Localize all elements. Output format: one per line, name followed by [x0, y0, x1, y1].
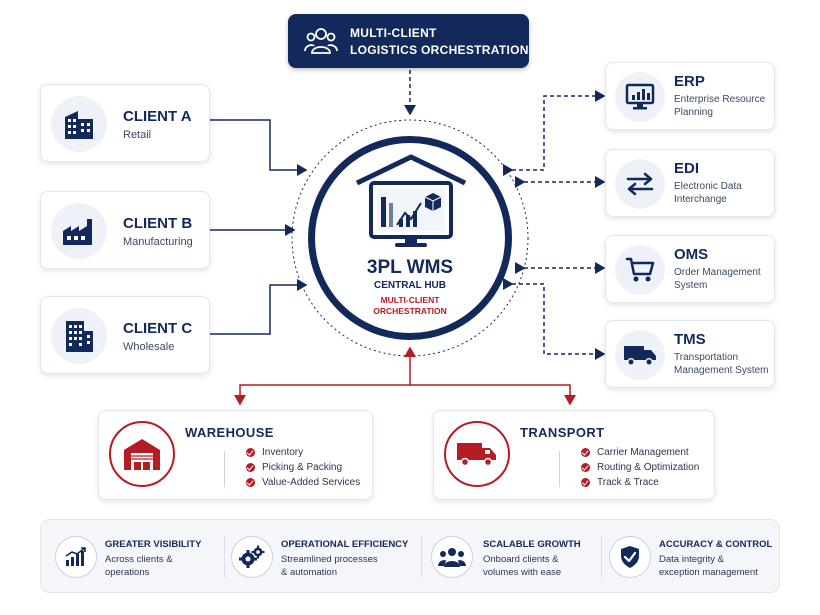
oms-name: OMS: [674, 246, 709, 263]
transport-items: Carrier Management Routing & Optimizatio…: [581, 445, 699, 490]
benefit-line2: exception management: [659, 567, 758, 578]
erp-connector: [503, 90, 606, 176]
benefit-line2: operations: [105, 567, 150, 578]
exchange-arrows-icon: [626, 172, 654, 196]
client-card-b[interactable]: CLIENT B Manufacturing: [40, 191, 210, 269]
client-c-name: CLIENT C: [123, 320, 193, 337]
apartment-building-icon: [66, 321, 93, 352]
warehouse-icon-circle: [109, 421, 175, 487]
benefit-title: GREATER VISIBILITY: [105, 539, 202, 550]
benefit-divider: [421, 536, 422, 578]
benefit-icon-accuracy: [609, 536, 651, 578]
transport-card[interactable]: TRANSPORT Carrier Management Routing & O…: [433, 410, 715, 500]
benefit-icon-visibility: [55, 536, 97, 578]
transport-connector: [410, 384, 576, 406]
hub-subtitle: CENTRAL HUB: [373, 280, 447, 291]
benefit-divider: [601, 536, 602, 578]
edi-name: EDI: [674, 160, 700, 177]
client-card-a[interactable]: CLIENT A Retail: [40, 84, 210, 162]
system-card-oms[interactable]: OMS Order Management System: [605, 235, 775, 303]
hub-title: 3PL WMS: [366, 257, 454, 278]
warehouse-items: Inventory Picking & Packing Value-Added …: [246, 445, 360, 490]
benefit-icon-growth: [431, 536, 473, 578]
benefit-title: OPERATIONAL EFFICIENCY: [281, 539, 409, 550]
system-card-tms[interactable]: TMS Transportation Management System: [605, 320, 775, 388]
tms-desc2: Management System: [674, 365, 769, 376]
shield-check-icon: [621, 546, 639, 568]
benefit-line2: & automation: [281, 567, 337, 578]
client-c-connector: [210, 279, 308, 335]
check-icon: [581, 478, 590, 487]
transport-title: TRANSPORT: [520, 425, 605, 440]
truck-icon: [624, 346, 656, 366]
system-card-edi[interactable]: EDI Electronic Data Interchange: [605, 149, 775, 217]
office-building-icon: [65, 111, 93, 139]
factory-icon: [63, 219, 92, 245]
benefit-title: SCALABLE GROWTH: [483, 539, 581, 550]
central-hub: 3PL WMS CENTRAL HUB MULTI-CLIENT ORCHEST…: [308, 136, 512, 340]
transport-icon-circle: [444, 421, 510, 487]
check-icon: [246, 463, 255, 472]
transport-item: Routing & Optimization: [581, 460, 699, 475]
header-line1: MULTI-CLIENT: [350, 26, 437, 40]
client-b-type: Manufacturing: [123, 236, 193, 248]
benefit-icon-efficiency: [231, 536, 273, 578]
hub-tag1: MULTI-CLIENT: [380, 295, 440, 305]
tms-connector: [503, 278, 606, 360]
oms-desc1: Order Management: [674, 267, 761, 278]
benefit-line1: Across clients &: [105, 554, 173, 565]
warehouse-item: Picking & Packing: [246, 460, 360, 475]
header-box: MULTI-CLIENT LOGISTICS ORCHESTRATION: [288, 14, 529, 68]
tms-name: TMS: [674, 331, 706, 348]
check-icon: [246, 448, 255, 457]
erp-desc2: Planning: [674, 107, 713, 118]
benefit-title: ACCURACY & CONTROL: [659, 539, 773, 550]
growth-chart-icon: [65, 547, 86, 566]
client-c-type: Wholesale: [123, 341, 175, 353]
benefit-line1: Data integrity &: [659, 554, 724, 565]
monitor-chart-icon: [625, 83, 655, 110]
people-group-icon: [304, 28, 338, 54]
tms-desc1: Transportation: [674, 352, 739, 363]
edi-desc2: Interchange: [674, 194, 727, 205]
transport-divider: [559, 451, 560, 487]
hub-tag2: ORCHESTRATION: [373, 306, 447, 316]
system-card-erp[interactable]: ERP Enterprise Resource Planning: [605, 62, 775, 130]
client-a-connector: [210, 119, 308, 176]
edi-desc1: Electronic Data: [674, 181, 742, 192]
warehouse-item: Value-Added Services: [246, 475, 360, 490]
oms-desc2: System: [674, 280, 708, 291]
transport-truck-icon: [457, 443, 496, 467]
transport-item: Carrier Management: [581, 445, 699, 460]
warehouse-item: Inventory: [246, 445, 360, 460]
client-a-type: Retail: [123, 129, 152, 141]
benefit-line1: Onboard clients &: [483, 554, 559, 565]
header-line2: LOGISTICS ORCHESTRATION: [350, 43, 529, 57]
erp-name: ERP: [674, 73, 705, 90]
check-icon: [581, 448, 590, 457]
benefit-divider: [224, 536, 225, 578]
warehouse-card[interactable]: WAREHOUSE Inventory Picking & Packing Va…: [98, 410, 373, 500]
warehouse-divider: [224, 451, 225, 487]
client-a-name: CLIENT A: [123, 108, 192, 125]
check-icon: [246, 478, 255, 487]
check-icon: [581, 463, 590, 472]
warehouse-monitor-icon: [355, 154, 467, 247]
benefit-line1: Streamlined processes: [281, 554, 378, 565]
benefits-bar: GREATER VISIBILITY Across clients & oper…: [40, 519, 780, 593]
transport-item: Track & Trace: [581, 475, 699, 490]
erp-desc1: Enterprise Resource: [674, 94, 766, 105]
benefit-line2: volumes with ease: [483, 567, 562, 578]
warehouse-title: WAREHOUSE: [185, 425, 274, 440]
people-group-icon: [438, 548, 466, 567]
shopping-cart-icon: [625, 257, 655, 282]
warehouse-icon: [124, 439, 160, 470]
client-card-c[interactable]: CLIENT C Wholesale: [40, 296, 210, 374]
gears-icon: [239, 545, 265, 568]
client-b-name: CLIENT B: [123, 215, 193, 232]
warehouse-connector: [234, 384, 410, 406]
